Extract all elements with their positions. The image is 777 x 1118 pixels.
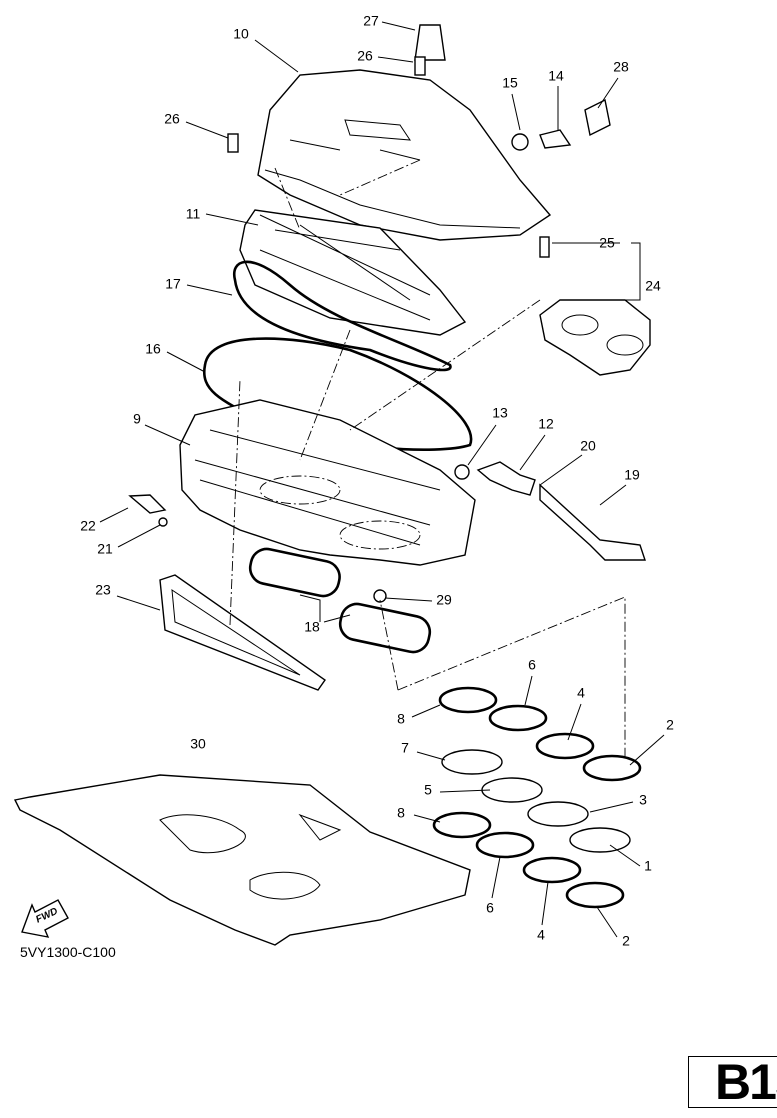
bolt-25 — [539, 236, 550, 258]
callout-18: 18 — [304, 619, 320, 635]
air-filter-element — [239, 209, 467, 336]
callout-6: 6 — [486, 900, 494, 916]
callout-2: 2 — [666, 717, 674, 733]
nut-28 — [584, 98, 611, 137]
callout-5: 5 — [424, 782, 432, 798]
pipe-12 — [476, 461, 536, 496]
callout-6: 6 — [528, 657, 536, 673]
page-reference: B15 — [715, 1056, 777, 1108]
leader-lines — [99, 21, 665, 938]
callout-25: 25 — [599, 235, 615, 251]
collar-21 — [158, 517, 168, 527]
callouts: 27 26 10 26 15 14 28 11 25 24 17 16 9 13… — [80, 13, 674, 949]
callout-12: 12 — [538, 416, 554, 432]
callout-3: 3 — [639, 792, 647, 808]
callout-19: 19 — [624, 467, 640, 483]
fwd-arrow-icon: FWD — [21, 899, 69, 938]
filter-mesh — [259, 214, 431, 321]
grommet-13 — [454, 464, 470, 480]
callout-17: 17 — [165, 276, 181, 292]
callout-8: 8 — [397, 805, 405, 821]
callout-26: 26 — [164, 111, 180, 127]
callout-24: 24 — [645, 278, 661, 294]
callout-21: 21 — [97, 541, 113, 557]
hose-clamps — [432, 686, 642, 909]
duct-frame-23 — [159, 574, 326, 691]
hidden-outline — [339, 520, 421, 550]
joint-24 — [539, 299, 651, 376]
callout-8: 8 — [397, 711, 405, 727]
screw-26b — [227, 133, 239, 153]
clip-29 — [373, 589, 387, 603]
callout-20: 20 — [580, 438, 596, 454]
page-reference-box: B15 — [688, 1056, 777, 1108]
screw-26a — [414, 56, 426, 76]
gasket-18a — [248, 547, 341, 598]
grommet-15 — [511, 133, 529, 151]
plate-30 — [13, 774, 471, 946]
air-box-case — [179, 399, 476, 566]
grommet-27 — [414, 24, 446, 61]
seal-17 — [232, 260, 452, 372]
air-box-cover — [257, 69, 552, 241]
collar-14 — [539, 129, 572, 149]
hidden-outline — [259, 475, 341, 505]
callout-11: 11 — [186, 206, 201, 222]
callout-16: 16 — [145, 341, 161, 357]
callout-30: 30 — [190, 736, 206, 752]
callout-4: 4 — [577, 685, 585, 701]
callout-15: 15 — [502, 75, 518, 91]
callout-7: 7 — [401, 740, 409, 756]
hose-19 — [539, 483, 646, 561]
case-detail — [194, 429, 441, 546]
bracket-22 — [128, 494, 167, 514]
callout-14: 14 — [548, 68, 564, 84]
callout-9: 9 — [133, 411, 141, 427]
callout-1: 1 — [644, 858, 652, 874]
callout-2: 2 — [622, 933, 630, 949]
intake-joints — [441, 749, 631, 853]
callout-29: 29 — [436, 592, 452, 608]
gasket-18b — [338, 602, 432, 654]
callout-10: 10 — [233, 26, 249, 42]
callout-27: 27 — [363, 13, 379, 29]
callout-13: 13 — [492, 405, 508, 421]
callout-4: 4 — [537, 927, 545, 943]
callout-22: 22 — [80, 518, 96, 534]
callout-23: 23 — [95, 582, 111, 598]
callout-28: 28 — [613, 59, 629, 75]
callout-26: 26 — [357, 48, 373, 64]
cover-detail — [264, 119, 521, 229]
diagram-code: 5VY1300-C100 — [20, 944, 116, 960]
